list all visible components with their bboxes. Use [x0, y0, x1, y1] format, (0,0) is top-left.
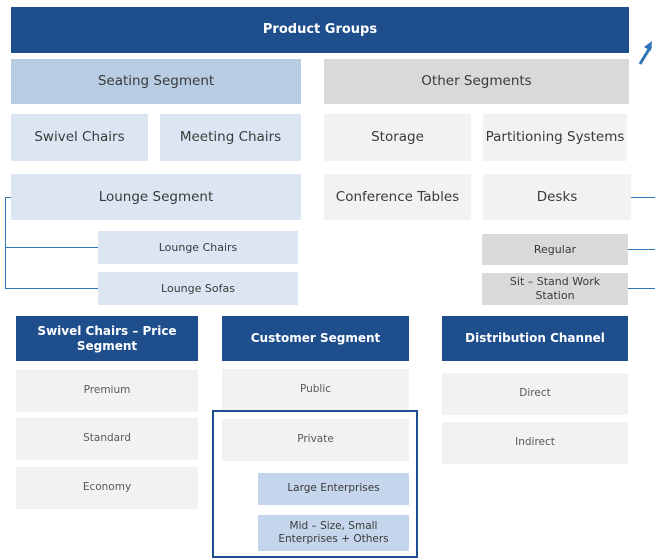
price-economy: Economy [16, 467, 198, 509]
private-group-frame [212, 410, 418, 558]
connector-line [5, 288, 98, 289]
customer-mid-small: Mid – Size, Small Enterprises + Others [258, 515, 409, 551]
lounge-segment: Lounge Segment [11, 174, 301, 220]
customer-large-enterprises: Large Enterprises [258, 473, 409, 505]
product-groups-header: Product Groups [11, 7, 629, 53]
customer-segment-header: Customer Segment [222, 316, 409, 361]
distribution-channel-header: Distribution Channel [442, 316, 628, 361]
price-standard: Standard [16, 418, 198, 460]
lounge-sofas: Lounge Sofas [98, 272, 298, 305]
swivel-chairs: Swivel Chairs [11, 114, 148, 161]
connector-line [628, 288, 655, 289]
connector-line [628, 249, 655, 250]
connector-line [5, 197, 11, 198]
distribution-direct: Direct [442, 373, 628, 415]
storage: Storage [324, 114, 471, 161]
connector-line [5, 197, 6, 289]
desks-regular: Regular [482, 234, 628, 265]
desks: Desks [483, 174, 631, 220]
meeting-chairs: Meeting Chairs [160, 114, 301, 161]
arrow-icon [638, 41, 653, 65]
customer-public: Public [222, 369, 409, 411]
lounge-chairs: Lounge Chairs [98, 231, 298, 264]
connector-line [631, 197, 655, 198]
partitioning-systems: Partitioning Systems [483, 114, 627, 161]
seating-segment: Seating Segment [11, 59, 301, 104]
customer-private: Private [222, 419, 409, 461]
desks-sit-stand: Sit – Stand Work Station [482, 273, 628, 305]
other-segments: Other Segments [324, 59, 629, 104]
price-premium: Premium [16, 370, 198, 412]
connector-line [5, 247, 98, 248]
distribution-indirect: Indirect [442, 422, 628, 464]
price-segment-header: Swivel Chairs – Price Segment [16, 316, 198, 361]
conference-tables: Conference Tables [324, 174, 471, 220]
